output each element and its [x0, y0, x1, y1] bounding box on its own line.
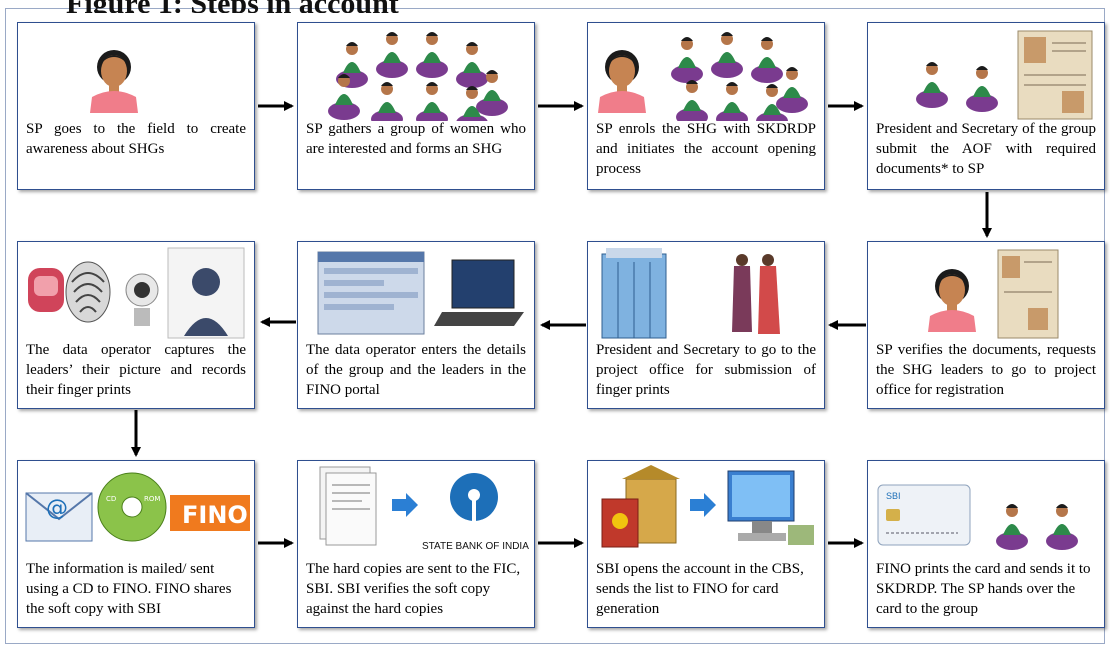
step-12-box: SBI FINO prints the card and sends it to… [867, 460, 1105, 628]
step-7-box: The data operator enters the details of … [297, 241, 535, 409]
step-11-text: SBI opens the account in the CBS, sends … [596, 561, 804, 617]
cd-label-right: ROM [144, 495, 160, 503]
bank-computer-image [592, 465, 820, 559]
fino-logo: FINO [182, 501, 248, 529]
step-12-text: FINO prints the card and sends it to SKD… [876, 561, 1091, 617]
step-3-box: SP enrols the SHG with SKDRDP and initia… [587, 22, 825, 190]
step-11-box: SBI opens the account in the CBS, sends … [587, 460, 825, 628]
step-4-box: President and Secretary of the group sub… [867, 22, 1105, 190]
documents-submission-image [872, 27, 1100, 121]
document-verification-image [872, 246, 1100, 340]
svg-text:@: @ [46, 496, 68, 521]
project-office-image [592, 246, 820, 340]
step-9-box: @ CD ROM FINO The information is mailed/… [17, 460, 255, 628]
card-handover-image: SBI [872, 465, 1100, 559]
hard-copies-sbi-image: STATE BANK OF INDIA [302, 465, 530, 559]
cd-label-left: CD [106, 495, 116, 503]
step-8-box: The data operator captures the leaders’ … [17, 241, 255, 409]
data-entry-image [302, 246, 530, 340]
mail-cd-fino-image: @ CD ROM FINO [22, 465, 250, 559]
step-5-box: SP verifies the documents, requests the … [867, 241, 1105, 409]
step-2-box: SP gathers a group of women who are inte… [297, 22, 535, 190]
step-9-text: The information is mailed/ sent using a … [26, 561, 232, 617]
step-5-text: SP verifies the documents, requests the … [876, 342, 1096, 398]
figure-title: Figure 1: Steps in account opening [66, 0, 486, 13]
step-6-box: President and Secretary to go to the pro… [587, 241, 825, 409]
step-1-box: SP goes to the field to create awareness… [17, 22, 255, 190]
step-10-text: The hard copies are sent to the FIC, SBI… [306, 561, 521, 617]
step-1-text: SP goes to the field to create awareness… [26, 121, 246, 157]
step-10-box: STATE BANK OF INDIA The hard copies are … [297, 460, 535, 628]
step-2-text: SP gathers a group of women who are inte… [306, 121, 526, 157]
step-6-text: President and Secretary to go to the pro… [596, 342, 816, 398]
step-3-text: SP enrols the SHG with SKDRDP and initia… [596, 121, 816, 177]
card-brand: SBI [886, 491, 901, 501]
step-7-text: The data operator enters the details of … [306, 342, 526, 398]
step-8-text: The data operator captures the leaders’ … [26, 342, 246, 398]
step-4-text: President and Secretary of the group sub… [876, 121, 1096, 177]
biometric-capture-image [22, 246, 250, 340]
sbi-name: STATE BANK OF INDIA [422, 541, 529, 552]
